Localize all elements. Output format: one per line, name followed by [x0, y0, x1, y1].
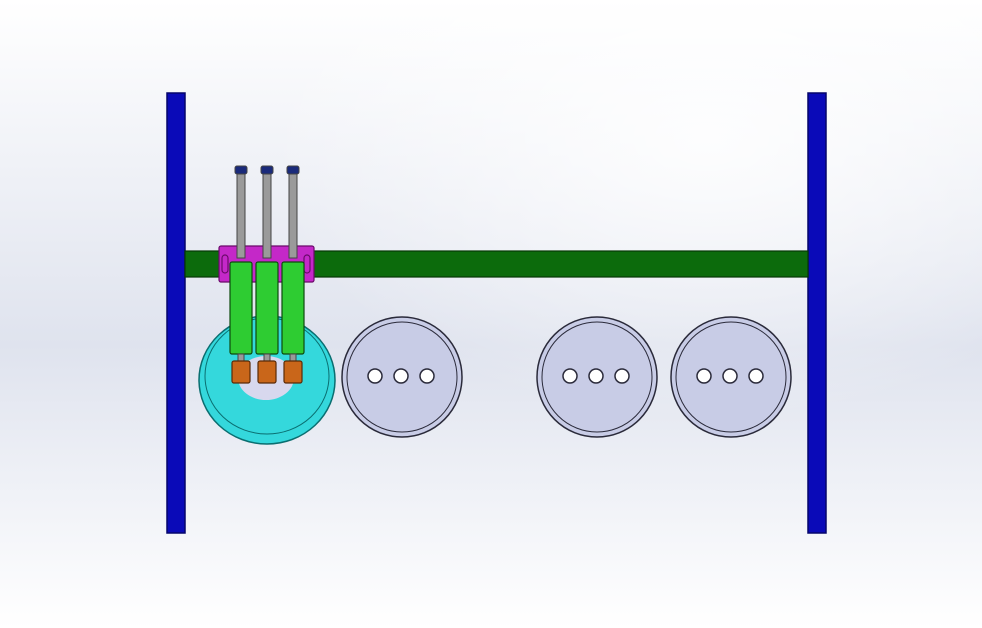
- disk-4-hole-1: [696, 368, 712, 384]
- cylinder-3-body: [281, 261, 305, 355]
- pneumatic-cylinder-2[interactable]: [255, 165, 279, 384]
- disk-3-hole-1: [562, 368, 578, 384]
- disk-2-rim: [346, 321, 458, 433]
- right-post[interactable]: [807, 92, 827, 534]
- bracket-slot-left: [221, 254, 229, 274]
- cylinder-2-rod-cap: [260, 165, 274, 175]
- cylinder-3-gripper: [283, 360, 303, 384]
- disk-4-rim: [675, 321, 787, 433]
- disk-2-hole-3: [419, 368, 435, 384]
- cylinder-3-rod: [288, 171, 298, 259]
- disk-3[interactable]: [536, 316, 658, 438]
- disk-4[interactable]: [670, 316, 792, 438]
- disk-2-hole-1: [367, 368, 383, 384]
- disk-2[interactable]: [341, 316, 463, 438]
- cylinder-1-rod: [236, 171, 246, 259]
- disk-2-hole-2: [393, 368, 409, 384]
- cylinder-1-rod-cap: [234, 165, 248, 175]
- cylinder-2-body: [255, 261, 279, 355]
- disk-4-hole-2: [722, 368, 738, 384]
- disk-4-hole-3: [748, 368, 764, 384]
- disk-3-rim: [541, 321, 653, 433]
- cylinder-1-gripper: [231, 360, 251, 384]
- disk-3-hole-3: [614, 368, 630, 384]
- cylinder-3-rod-cap: [286, 165, 300, 175]
- pneumatic-cylinder-3[interactable]: [281, 165, 305, 384]
- cylinder-2-rod: [262, 171, 272, 259]
- cylinder-2-gripper: [257, 360, 277, 384]
- disk-3-hole-2: [588, 368, 604, 384]
- left-post[interactable]: [166, 92, 186, 534]
- pneumatic-cylinder-1[interactable]: [229, 165, 253, 384]
- cylinder-1-body: [229, 261, 253, 355]
